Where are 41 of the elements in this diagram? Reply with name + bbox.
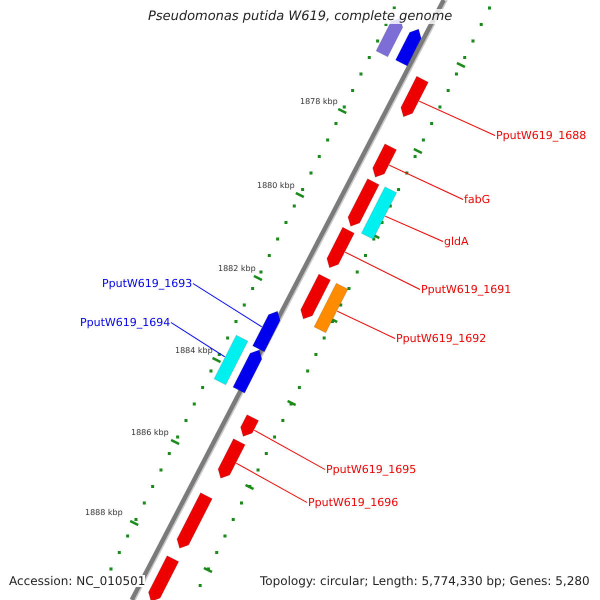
leader-line xyxy=(344,252,420,290)
gene-label: PputW619_1691 xyxy=(421,284,512,295)
leader-line xyxy=(236,462,308,503)
gene-marker xyxy=(218,438,246,479)
leader-line xyxy=(384,216,444,242)
gene-marker xyxy=(314,282,348,334)
leader-line xyxy=(388,164,464,200)
gene-marker xyxy=(214,334,248,386)
gene-marker xyxy=(240,414,260,437)
gene-marker xyxy=(360,186,398,240)
leader-line xyxy=(336,310,396,339)
title: Pseudomonas putida W619, complete genome xyxy=(146,9,454,24)
gene-marker xyxy=(300,274,332,320)
gene-marker xyxy=(232,349,262,394)
gene-marker xyxy=(252,310,281,352)
gene-marker xyxy=(400,76,429,118)
leader-line xyxy=(418,100,496,136)
scale-label: 1878 kbp xyxy=(300,98,338,106)
gene-label: fabG xyxy=(464,194,490,205)
gene-marker xyxy=(176,492,213,549)
scale-label: 1884 kbp xyxy=(175,347,213,355)
gene-label: PputW619_1695 xyxy=(326,464,416,475)
scale-label: 1886 kbp xyxy=(131,429,169,437)
gene-label: PputW619_1694 xyxy=(80,317,170,328)
scale-label: 1880 kbp xyxy=(257,182,295,190)
leader-line xyxy=(192,283,262,328)
gene-label: PputW619_1692 xyxy=(396,333,486,344)
gene-marker xyxy=(148,555,180,600)
gene-label: PputW619_1696 xyxy=(308,497,398,508)
gene-marker xyxy=(395,28,422,66)
leader-line xyxy=(170,322,226,358)
gene-marker xyxy=(372,143,398,178)
gene-label: gldA xyxy=(444,236,469,247)
scale-label: 1882 kbp xyxy=(218,265,256,273)
leader-line xyxy=(254,430,326,470)
genome-info-text: Topology: circular; Length: 5,774,330 bp; Genes: 5,280 xyxy=(260,575,590,587)
gene-label: PputW619_1693 xyxy=(102,278,192,289)
scale-label: 1888 kbp xyxy=(85,509,123,517)
gene-label: PputW619_1688 xyxy=(496,130,586,141)
gene-marker xyxy=(348,178,380,227)
gene-marker xyxy=(326,226,355,268)
